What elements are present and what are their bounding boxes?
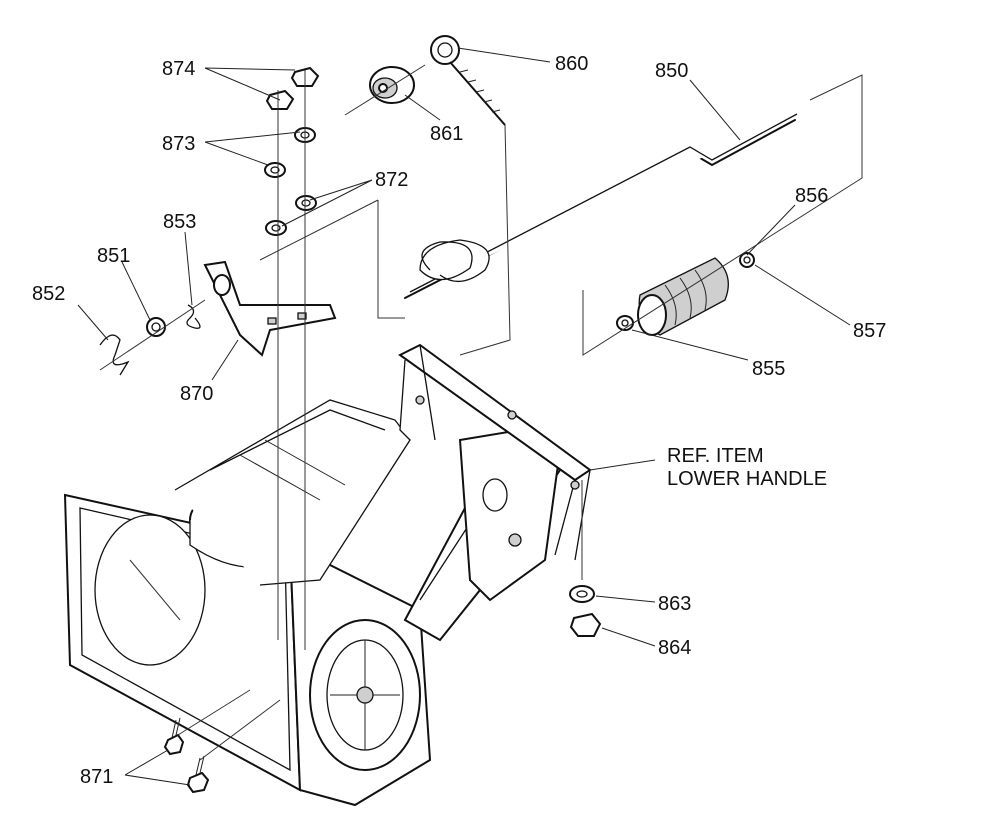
part-857-washer[interactable] (739, 252, 755, 268)
part-872-washer-b[interactable] (265, 220, 287, 236)
part-853-spring[interactable] (186, 304, 201, 329)
label-853: 853 (163, 211, 196, 233)
leader-lines (77, 47, 851, 786)
part-labels: 874 873 872 853 851 852 870 860 861 850 … (32, 53, 886, 788)
label-870: 870 (180, 383, 213, 405)
label-873: 873 (162, 133, 195, 155)
part-861-bushing[interactable] (369, 66, 415, 104)
label-857: 857 (853, 320, 886, 342)
part-871-bolt-b[interactable] (186, 755, 210, 794)
part-852-hairpin[interactable] (99, 334, 130, 376)
label-851: 851 (97, 245, 130, 267)
ref-item-line2: LOWER HANDLE (667, 468, 827, 490)
label-856: 856 (795, 185, 828, 207)
label-852: 852 (32, 283, 65, 305)
part-851-washer[interactable] (146, 317, 166, 337)
part-863-washer[interactable] (569, 585, 595, 603)
label-855: 855 (752, 358, 785, 380)
label-872: 872 (375, 169, 408, 191)
label-874: 874 (162, 58, 195, 80)
assembly-lines (99, 64, 863, 761)
label-860: 860 (555, 53, 588, 75)
label-871: 871 (80, 766, 113, 788)
part-870-bracket[interactable] (203, 260, 337, 357)
part-860-eye-bolt[interactable] (430, 35, 506, 126)
label-863: 863 (658, 593, 691, 615)
label-861: 861 (430, 123, 463, 145)
label-864: 864 (658, 637, 691, 659)
part-850-crank-rod[interactable] (404, 113, 798, 299)
auger-housing (63, 399, 562, 807)
part-873-washer-b[interactable] (264, 162, 286, 178)
label-850: 850 (655, 60, 688, 82)
part-872-washer-a[interactable] (295, 195, 317, 211)
part-856-grip[interactable] (637, 257, 729, 336)
ref-item-line1: REF. ITEM (667, 445, 764, 467)
part-864-nut[interactable] (569, 612, 602, 637)
